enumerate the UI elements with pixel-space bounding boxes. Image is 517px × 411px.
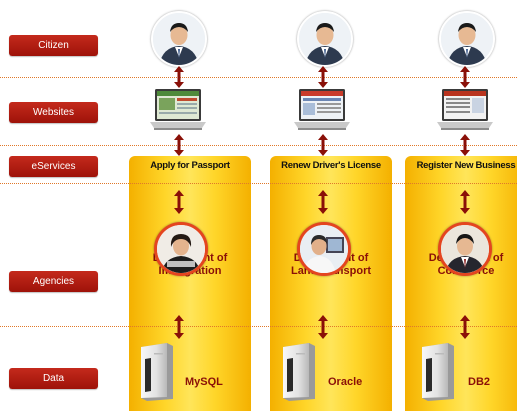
agency-officer-photo xyxy=(154,222,208,276)
row-label-eservices: eServices xyxy=(9,156,98,177)
row-label-data: Data xyxy=(9,368,98,389)
double-arrow-icon xyxy=(318,315,328,339)
double-arrow-icon xyxy=(460,315,470,339)
citizen-avatar xyxy=(439,11,495,67)
row-divider xyxy=(0,145,517,146)
double-arrow-icon xyxy=(174,315,184,339)
row-divider xyxy=(0,183,517,184)
database-name: Oracle xyxy=(328,376,363,388)
agency-officer-photo xyxy=(438,222,492,276)
database-name: DB2 xyxy=(468,376,491,388)
citizen-avatar xyxy=(151,11,207,67)
database-name: MySQL xyxy=(185,376,223,388)
double-arrow-icon xyxy=(460,190,470,214)
agency-officer-photo xyxy=(297,222,351,276)
double-arrow-icon xyxy=(318,134,328,156)
double-arrow-icon xyxy=(174,66,184,88)
citizen-avatar xyxy=(297,11,353,67)
double-arrow-icon xyxy=(318,190,328,214)
laptop-icon xyxy=(150,89,206,130)
row-label-citizen: Citizen xyxy=(9,35,98,56)
row-divider xyxy=(0,77,517,78)
double-arrow-icon xyxy=(460,134,470,156)
laptop-icon xyxy=(294,89,350,130)
double-arrow-icon xyxy=(174,190,184,214)
server-icon xyxy=(422,343,454,401)
double-arrow-icon xyxy=(318,66,328,88)
laptop-icon xyxy=(437,89,493,130)
double-arrow-icon xyxy=(174,134,184,156)
double-arrow-icon xyxy=(460,66,470,88)
service-label: Renew Driver's License xyxy=(281,160,381,171)
row-label-websites: Websites xyxy=(9,102,98,123)
server-icon xyxy=(141,343,173,401)
row-label-agencies: Agencies xyxy=(9,271,98,292)
service-label: Apply for Passport xyxy=(150,160,230,171)
service-label: Register New Business xyxy=(416,160,516,171)
server-icon xyxy=(283,343,315,401)
row-divider xyxy=(0,326,517,327)
